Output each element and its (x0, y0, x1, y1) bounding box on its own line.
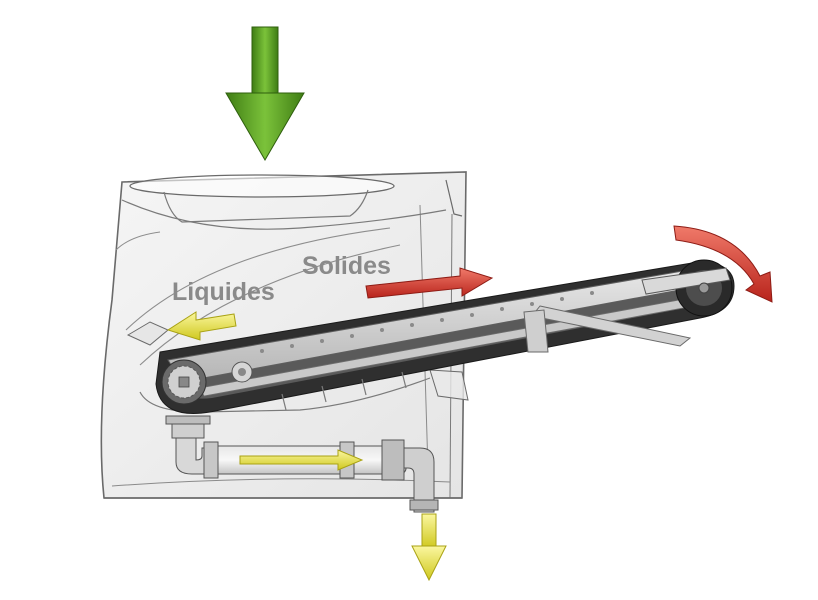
liquids-flow-arrow (166, 311, 237, 341)
solids-label: Solides (302, 252, 391, 280)
input-flow-arrow (225, 26, 305, 161)
conveyor-belt (155, 259, 735, 414)
drain-pipe (165, 415, 439, 513)
drain-flow-arrow (411, 513, 447, 582)
solids-flow-arrow (365, 267, 494, 299)
pipe-flow-arrow (239, 449, 364, 471)
drive-gear (161, 359, 207, 405)
liquids-label: Liquides (172, 278, 275, 306)
belt-rotation-arrow (673, 225, 773, 303)
